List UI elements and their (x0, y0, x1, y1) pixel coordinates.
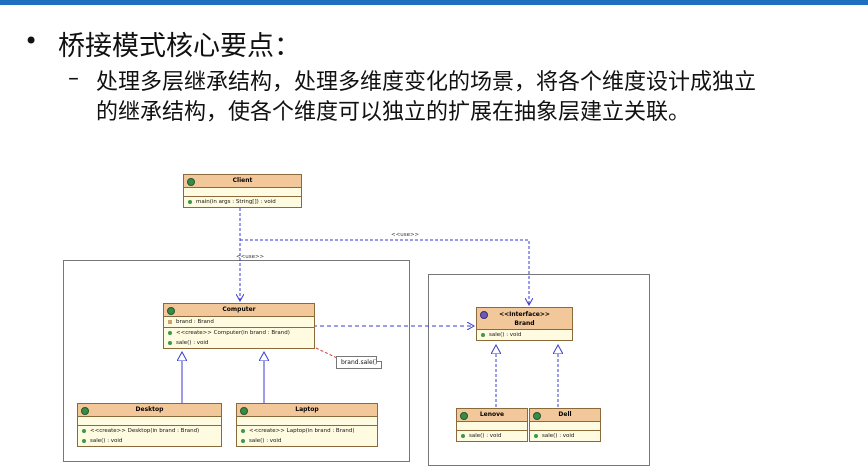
sub-point-line-1: 处理多层继承结构，处理多维度变化的场景，将各个维度设计成独立 (96, 70, 757, 95)
brand-interface: <<Interface>> Brand sale() : void (476, 307, 573, 341)
dell-class-name: Dell (558, 411, 572, 418)
desktop-constructor: <<create>> Desktop(in brand : Brand) (78, 426, 221, 436)
client-class: Client main(in args : String[]) : void (183, 174, 302, 208)
note-link (315, 347, 338, 359)
desktop-sale-method: sale() : void (78, 436, 221, 446)
class-icon (167, 307, 175, 315)
class-icon (187, 178, 195, 186)
desktop-class-name: Desktop (135, 406, 164, 413)
computer-class-name: Computer (222, 306, 256, 313)
laptop-sale-method: sale() : void (237, 436, 377, 446)
laptop-class: Laptop <<create>> Laptop(in brand : Bran… (236, 403, 378, 447)
interface-icon (480, 311, 488, 319)
uml-connectors (0, 208, 868, 407)
computer-class: Computer brand : Brand <<create>> Comput… (163, 303, 315, 349)
use-label-client-computer: <<use>> (236, 254, 265, 260)
computer-brand-field: brand : Brand (164, 317, 314, 327)
client-main-method: main(in args : String[]) : void (184, 197, 301, 207)
laptop-class-name: Laptop (295, 406, 319, 413)
class-icon (81, 407, 89, 415)
computer-constructor: <<create>> Computer(in brand : Brand) (164, 328, 314, 338)
client-class-name: Client (232, 177, 253, 184)
dell-sale-method: sale() : void (530, 431, 600, 441)
top-accent-bar (0, 0, 868, 5)
sub-point-line-2: 的继承结构，使各个维度可以独立的扩展在抽象层建立关联。 (96, 100, 691, 125)
computer-sale-method: sale() : void (164, 338, 314, 348)
client-to-brand-dependency (240, 239, 529, 305)
class-icon (460, 412, 468, 420)
class-icon (240, 407, 248, 415)
laptop-constructor: <<create>> Laptop(in brand : Brand) (237, 426, 377, 436)
dell-class: Dell sale() : void (529, 408, 601, 442)
sub-bullet-dash: – (68, 66, 79, 91)
desktop-class: Desktop <<create>> Desktop(in brand : Br… (77, 403, 222, 447)
brand-interface-name: Brand (514, 320, 535, 327)
class-icon (533, 412, 541, 420)
brand-sale-note: brand.sale() (336, 356, 383, 369)
lenovo-sale-method: sale() : void (457, 431, 527, 441)
lenovo-class: Lenove sale() : void (456, 408, 528, 442)
lenovo-class-name: Lenove (479, 411, 505, 418)
brand-stereotype: <<Interface>> (499, 311, 550, 318)
bullet-marker: • (24, 27, 39, 55)
slide-title: 桥接模式核心要点： (58, 31, 301, 62)
use-label-client-brand: <<use>> (391, 232, 420, 238)
brand-sale-method: sale() : void (477, 330, 572, 340)
